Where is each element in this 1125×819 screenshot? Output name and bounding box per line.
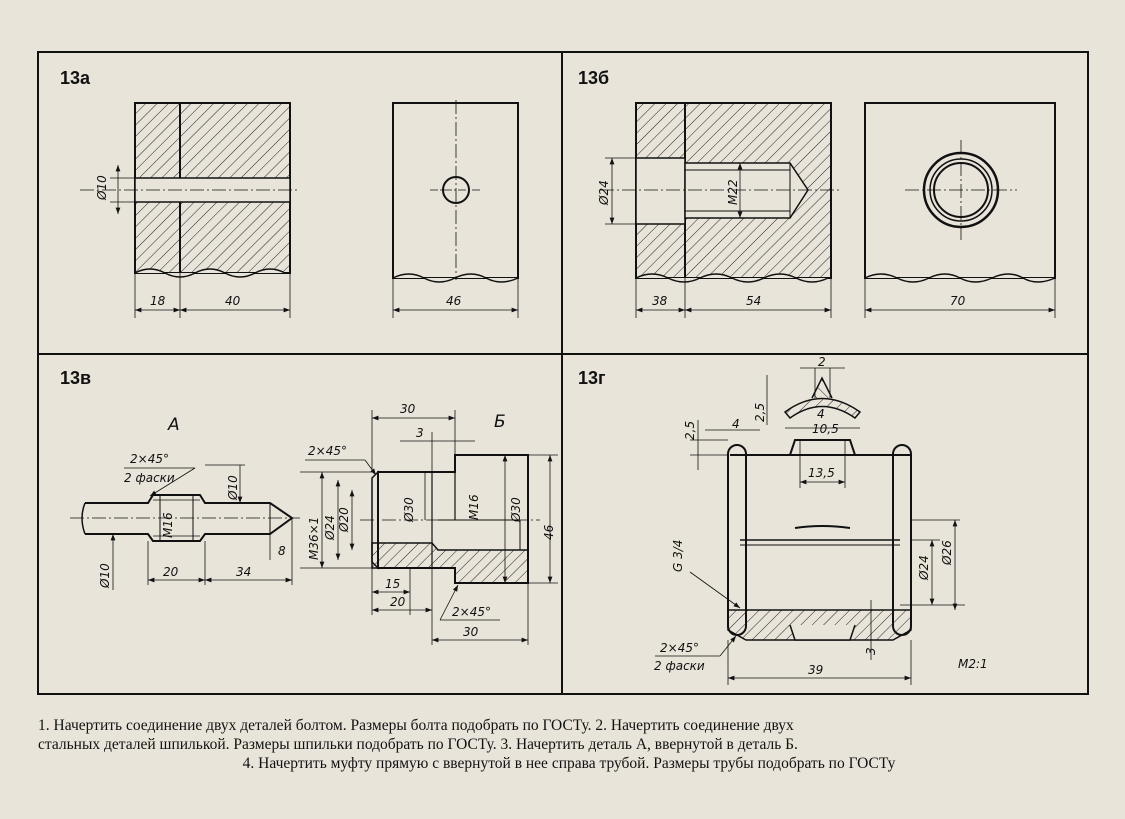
part-b-chamfer2: 2×45° bbox=[452, 605, 491, 619]
panel-13b: Ø24 M22 38 54 70 bbox=[597, 102, 1056, 318]
part-b-chamfer: 2×45° bbox=[308, 444, 347, 458]
panel-13v: А 2×45° 2 фаски Ø10 M16 Ø10 20 34 8 Б bbox=[70, 402, 558, 645]
part-b-m36: M36×1 bbox=[307, 517, 321, 560]
part-b-m16: M16 bbox=[467, 494, 481, 520]
dim-3-g: 3 bbox=[864, 647, 878, 655]
panel-13g: 2 2,5 4 10,5 13,5 2,5 4 G 3/4 Ø24 bbox=[654, 355, 988, 685]
stud-hole-b bbox=[684, 162, 809, 219]
dim-left-b: 38 bbox=[652, 294, 668, 308]
panel-label-13g: 13г bbox=[578, 368, 606, 388]
dim-thread-b: M22 bbox=[726, 179, 740, 205]
dim-4a-g: 4 bbox=[732, 417, 740, 431]
part-b-len30-bot: 30 bbox=[463, 625, 479, 639]
part-a-d10-left: Ø10 bbox=[98, 563, 112, 589]
dim-135-g: 13,5 bbox=[808, 466, 835, 480]
part-a-len34: 34 bbox=[236, 565, 251, 579]
chamfer-g: 2×45° bbox=[660, 641, 699, 655]
dim-25b-g: 2,5 bbox=[753, 403, 767, 422]
panel-label-13v: 13в bbox=[60, 368, 92, 388]
dim-4b-g: 4 bbox=[817, 407, 825, 421]
dim-105-g: 10,5 bbox=[812, 422, 839, 436]
part-b-len30-top: 30 bbox=[400, 402, 416, 416]
dim-bore-b: Ø24 bbox=[597, 180, 611, 206]
part-a-letter: А bbox=[167, 415, 180, 435]
dim-39-g: 39 bbox=[808, 663, 823, 677]
thread-spec-g: G 3/4 bbox=[671, 540, 685, 572]
part-a-chamfer-note: 2 фаски bbox=[124, 471, 175, 485]
part-b-d20: Ø20 bbox=[337, 507, 351, 533]
frame bbox=[37, 51, 1089, 695]
plan-view-b bbox=[864, 102, 1056, 279]
caption-line-1: 1. Начертить соединение двух деталей бол… bbox=[38, 717, 794, 734]
scale-g: M2:1 bbox=[958, 657, 988, 671]
dim-d26-g: Ø26 bbox=[940, 540, 954, 566]
panel-label-13b: 13б bbox=[578, 68, 610, 88]
part-b-len20: 20 bbox=[390, 595, 406, 609]
task-caption: 1. Начертить соединение двух деталей бол… bbox=[38, 716, 1100, 773]
part-a-d10-top: Ø10 bbox=[226, 475, 240, 501]
panel-label-13a: 13а bbox=[60, 68, 91, 88]
dim-right-b: 70 bbox=[950, 294, 966, 308]
part-a-m16: M16 bbox=[161, 512, 175, 538]
part-a-len20: 20 bbox=[163, 565, 179, 579]
dim-left-a: 18 bbox=[150, 294, 166, 308]
plan-view-a bbox=[392, 102, 519, 279]
part-a-chamfer: 2×45° bbox=[130, 452, 169, 466]
dim-2-g: 2 bbox=[818, 355, 826, 369]
dim-hole-a: Ø10 bbox=[95, 175, 109, 201]
part-b-d30a: Ø30 bbox=[402, 497, 416, 523]
part-b-h46: 46 bbox=[542, 524, 556, 540]
part-b-len15: 15 bbox=[385, 577, 400, 591]
chamfer-note-g: 2 фаски bbox=[654, 659, 705, 673]
caption-line-3: 4. Начертить муфту прямую с ввернутой в … bbox=[242, 755, 896, 772]
dim-mid-a: 40 bbox=[225, 294, 241, 308]
part-a-len8: 8 bbox=[278, 544, 286, 558]
dim-d24-g: Ø24 bbox=[917, 555, 931, 581]
part-b-d24: Ø24 bbox=[323, 515, 337, 541]
panel-13a: Ø10 18 40 46 bbox=[80, 100, 519, 318]
part-b-letter: Б bbox=[494, 412, 506, 432]
part-b-d30b: Ø30 bbox=[509, 497, 523, 523]
dim-25a-g: 2,5 bbox=[683, 421, 697, 440]
dim-right-a: 46 bbox=[446, 294, 462, 308]
thread-detail bbox=[783, 397, 862, 420]
caption-line-2: стальных деталей шпилькой. Размеры шпиль… bbox=[38, 736, 798, 753]
dim-mid-b: 54 bbox=[746, 294, 761, 308]
part-b-len3: 3 bbox=[416, 426, 424, 440]
